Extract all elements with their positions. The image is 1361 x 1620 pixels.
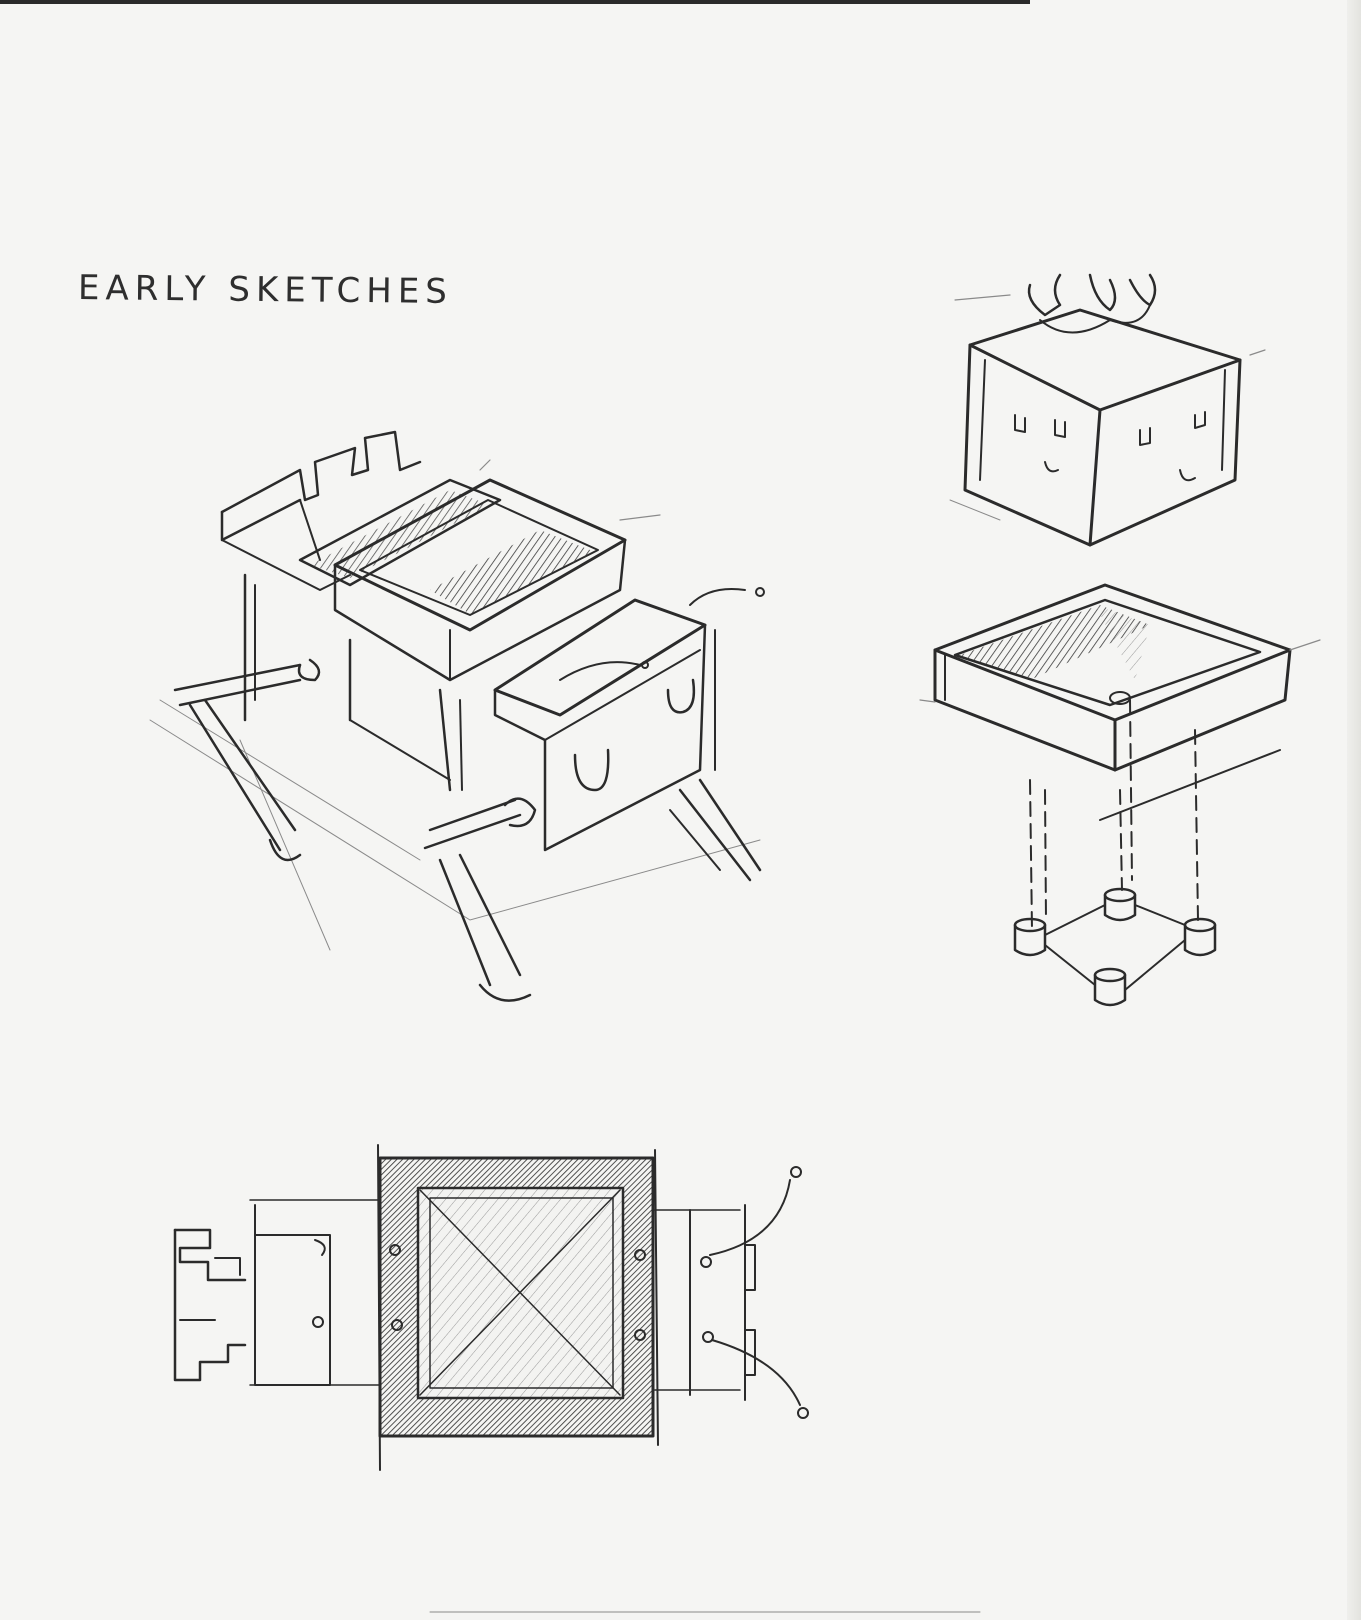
page-right-edge — [1347, 0, 1361, 1620]
page-top-edge — [0, 0, 1030, 4]
sketch-tray-exploded — [919, 583, 1321, 1007]
sketch-grill-assembly — [149, 430, 765, 1002]
sketch-top-view — [173, 1144, 809, 1471]
sketch-cube-box — [949, 273, 1266, 547]
